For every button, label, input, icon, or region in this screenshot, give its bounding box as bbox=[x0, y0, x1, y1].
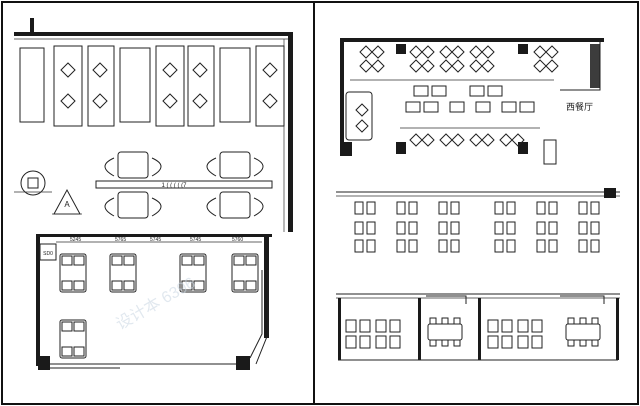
booth-row bbox=[19, 45, 285, 127]
watermark-text: 设计本 6396 bbox=[113, 274, 198, 334]
dimension-labels: 5245 5765 5745 5745 5760 bbox=[70, 237, 243, 243]
svg-text:5245: 5245 bbox=[70, 237, 81, 243]
lower-left-wall bbox=[36, 236, 40, 366]
upper-top-wall bbox=[340, 38, 604, 42]
private-room-tables bbox=[345, 317, 601, 349]
svg-text:5760: 5760 bbox=[232, 237, 243, 243]
svg-text:5745: 5745 bbox=[190, 237, 201, 243]
lounge-tables bbox=[95, 151, 273, 219]
column-symbol bbox=[14, 170, 52, 196]
room-code: SD0 bbox=[43, 251, 53, 257]
stair-symbol: A bbox=[52, 188, 82, 215]
right-wall bbox=[288, 32, 293, 232]
svg-text:5765: 5765 bbox=[115, 237, 126, 243]
room-label: 西餐厅 bbox=[566, 101, 593, 112]
restaurant-diamond-tables bbox=[355, 45, 559, 147]
middle-chair-grid bbox=[354, 201, 600, 253]
left-plan: 1 ( ( ( ( (7 A SD0 5245 5765 5745 bbox=[14, 18, 293, 370]
dining-tables bbox=[59, 253, 259, 359]
right-plan: 西餐厅 bbox=[336, 38, 620, 361]
restaurant-center-tables bbox=[345, 85, 535, 141]
top-wall bbox=[14, 32, 292, 36]
lower-top-wall bbox=[36, 234, 272, 237]
svg-text:5745: 5745 bbox=[150, 237, 161, 243]
upper-left-wall bbox=[340, 38, 344, 156]
svg-text:A: A bbox=[64, 200, 70, 209]
corridor-note: 1 ( ( ( ( (7 bbox=[162, 183, 188, 189]
